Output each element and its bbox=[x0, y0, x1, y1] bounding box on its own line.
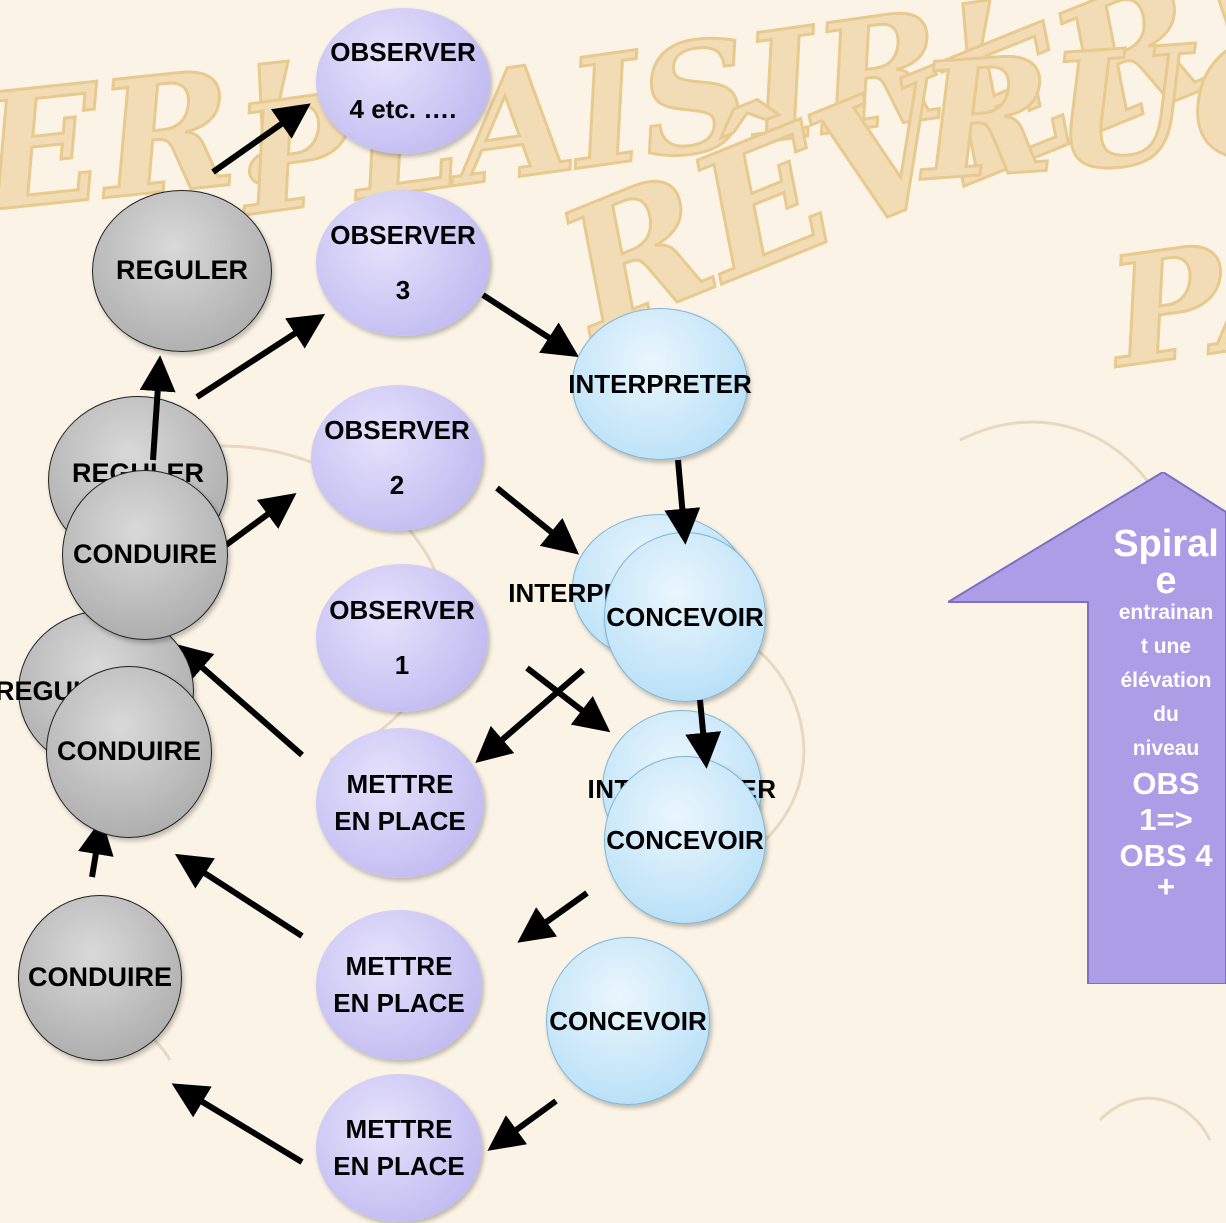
arrow-concevoir-to-mettre2 bbox=[517, 890, 589, 943]
spiral-line-4: t une bbox=[1140, 635, 1192, 658]
mettre-2-line2: EN PLACE bbox=[333, 988, 465, 1018]
arrow-concevoir1-to-interpreter-low bbox=[685, 699, 722, 769]
concevoir-3-label: CONCEVOIR bbox=[549, 1005, 707, 1036]
conduire-2-node: CONDUIRE bbox=[46, 666, 212, 838]
concevoir-1-node: CONCEVOIR bbox=[604, 532, 766, 702]
spiral-line-8: OBS bbox=[1132, 766, 1200, 801]
mettre-en-place-2-node: METTRE EN PLACE bbox=[316, 910, 482, 1060]
spiral-line-5: élévation bbox=[1120, 669, 1212, 692]
spiral-line-2: e bbox=[1155, 560, 1177, 602]
spiral-line-6: du bbox=[1153, 703, 1179, 726]
conduire-3-label: CONDUIRE bbox=[27, 962, 172, 993]
spiral-line-10: OBS 4 bbox=[1119, 838, 1213, 873]
reguler-top-node: REGULER bbox=[92, 190, 272, 352]
spiral-arrow-text: Spiral e entrainan t une élévation du ni… bbox=[1098, 522, 1226, 904]
conduire-3-node: CONDUIRE bbox=[18, 895, 182, 1061]
observer-1-node: OBSERVER 1 bbox=[316, 564, 488, 712]
arrow-reguler-to-observer4 bbox=[211, 103, 311, 175]
arrow-reguler-up bbox=[139, 355, 176, 461]
spiral-up-arrow bbox=[948, 472, 1226, 984]
observer-4-sub: 4 etc. …. bbox=[349, 94, 457, 124]
mettre-en-place-3-node: METTRE EN PLACE bbox=[316, 1074, 482, 1222]
conduire-1-node: CONDUIRE bbox=[62, 470, 228, 640]
observer-4-node: OBSERVER 4 etc. …. bbox=[316, 8, 490, 154]
arrow-observer1-to-interpreter bbox=[525, 665, 611, 733]
observer-1-label: OBSERVER bbox=[329, 595, 475, 626]
arrow-conduire-to-observer2 bbox=[220, 493, 297, 551]
observer-3-label: OBSERVER bbox=[330, 220, 476, 251]
concevoir-2-node: CONCEVOIR bbox=[604, 756, 766, 924]
arrow-concevoir-to-mettre3 bbox=[487, 1098, 558, 1151]
mettre-1-line1: METTRE bbox=[346, 769, 454, 800]
mettre-1-line2: EN PLACE bbox=[334, 806, 466, 836]
spiral-line-9: 1=> bbox=[1139, 802, 1193, 837]
arrow-mettre2-to-conduire bbox=[174, 853, 304, 939]
arrow-concevoir-to-mettre1 bbox=[475, 667, 585, 763]
mettre-en-place-1-node: METTRE EN PLACE bbox=[316, 728, 484, 878]
arrow-mettre3-to-conduire bbox=[171, 1083, 304, 1165]
concevoir-3-node: CONCEVOIR bbox=[546, 937, 710, 1105]
conduire-1-label: CONDUIRE bbox=[72, 539, 217, 570]
observer-2-sub: 2 bbox=[389, 470, 405, 500]
arrow-conduire-up bbox=[78, 818, 114, 878]
observer-3-sub: 3 bbox=[395, 275, 411, 305]
observer-4-label: OBSERVER bbox=[330, 37, 476, 68]
mettre-2-line1: METTRE bbox=[345, 951, 453, 982]
interpreter-top-node: INTERPRETER bbox=[568, 308, 752, 460]
arrow-interpreter-to-concevoir-1 bbox=[664, 459, 701, 545]
spiral-line-1: Spiral bbox=[1113, 523, 1219, 565]
observer-2-label: OBSERVER bbox=[324, 415, 470, 446]
spiral-arrow-shape bbox=[948, 472, 1226, 984]
interpreter-top-label: INTERPRETER bbox=[568, 368, 752, 399]
spiral-line-11: + bbox=[1156, 869, 1176, 904]
observer-1-sub: 1 bbox=[394, 650, 410, 680]
mettre-3-line2: EN PLACE bbox=[333, 1151, 465, 1181]
mettre-3-line1: METTRE bbox=[345, 1114, 453, 1145]
spiral-line-3: entrainan bbox=[1118, 601, 1214, 624]
observer-3-node: OBSERVER 3 bbox=[316, 190, 490, 336]
concevoir-1-label: CONCEVOIR bbox=[606, 601, 764, 632]
concevoir-2-label: CONCEVOIR bbox=[606, 824, 764, 855]
conduire-2-label: CONDUIRE bbox=[56, 736, 201, 767]
spiral-line-7: niveau bbox=[1132, 737, 1200, 760]
arrow-reguler-to-observer3 bbox=[195, 313, 326, 400]
arrow-observer2-to-interpreter bbox=[495, 485, 580, 555]
reguler-top-label: REGULER bbox=[115, 255, 248, 286]
bg-word-4: RUGBY bbox=[909, 0, 1226, 217]
arrow-mettre1-to-reguler bbox=[175, 643, 304, 758]
arrow-observer3-to-interpreter bbox=[481, 292, 580, 358]
observer-2-node: OBSERVER 2 bbox=[311, 385, 483, 531]
